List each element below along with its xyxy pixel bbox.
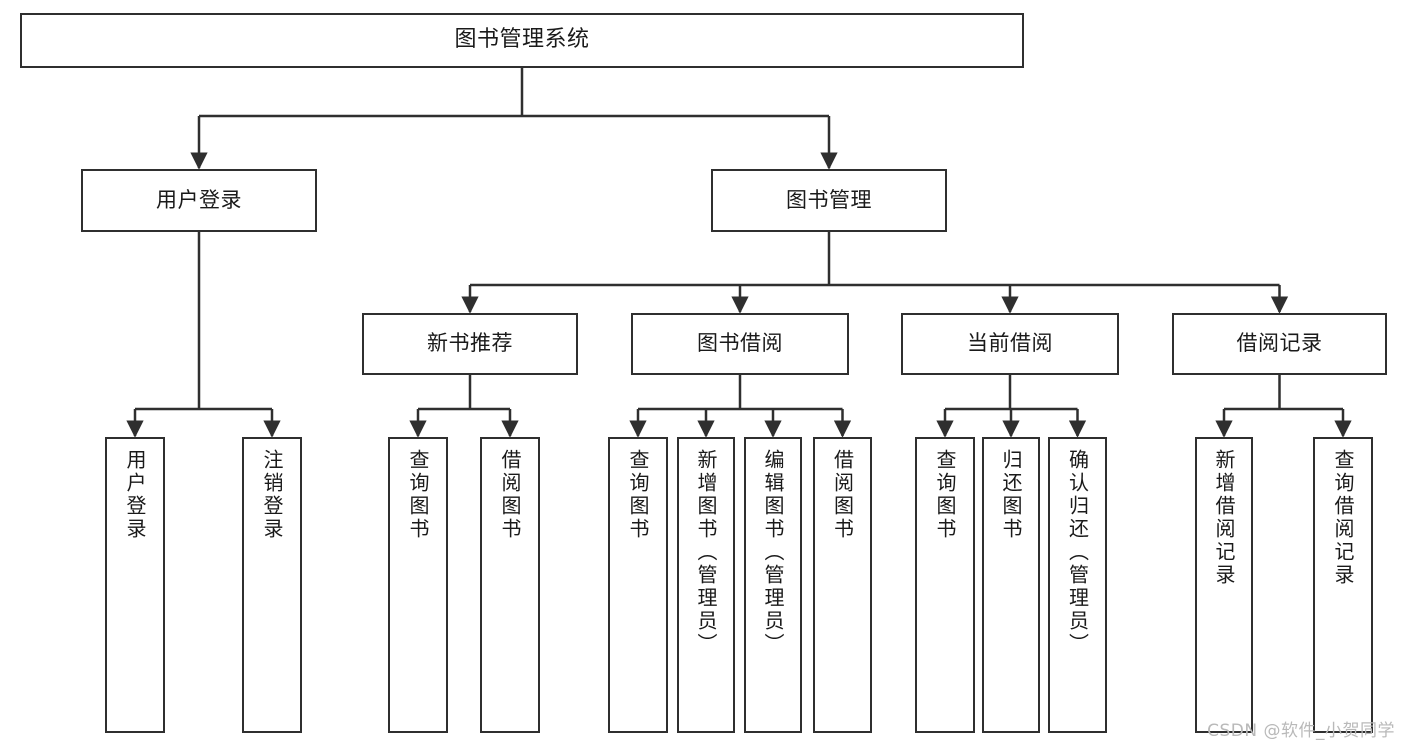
node-leaf-query-book-current[interactable]: 查询图书 (915, 437, 975, 733)
node-label: 新书推荐 (427, 331, 513, 356)
node-leaf-edit-book[interactable]: 编辑图书（管理员） (744, 437, 802, 733)
csdn-watermark: CSDN @软件_小贺同学 (1207, 721, 1395, 741)
node-label: 借阅图书 (498, 449, 522, 541)
node-leaf-add-book[interactable]: 新增图书（管理员） (677, 437, 735, 733)
node-leaf-logout[interactable]: 注销登录 (242, 437, 302, 733)
node-leaf-user-login[interactable]: 用户登录 (105, 437, 165, 733)
node-label: 新增图书（管理员） (694, 449, 718, 656)
node-book-borrow[interactable]: 图书借阅 (631, 313, 849, 375)
node-leaf-borrow-book[interactable]: 借阅图书 (813, 437, 872, 733)
node-leaf-query-book-borrow[interactable]: 查询图书 (608, 437, 668, 733)
node-label: 用户登录 (123, 449, 147, 541)
node-book-manage[interactable]: 图书管理 (711, 169, 947, 232)
node-label: 归还图书 (999, 449, 1023, 541)
node-leaf-confirm-return[interactable]: 确认归还（管理员） (1048, 437, 1107, 733)
node-leaf-return-book[interactable]: 归还图书 (982, 437, 1040, 733)
node-label: 借阅图书 (830, 449, 855, 541)
node-current-borrow[interactable]: 当前借阅 (901, 313, 1119, 375)
node-label: 当前借阅 (967, 331, 1053, 356)
node-label: 借阅记录 (1236, 331, 1323, 356)
node-root[interactable]: 图书管理系统 (20, 13, 1024, 68)
node-leaf-borrow-book-rec[interactable]: 借阅图书 (480, 437, 540, 733)
node-leaf-add-record[interactable]: 新增借阅记录 (1195, 437, 1253, 733)
node-label: 查询图书 (933, 449, 957, 541)
node-label: 图书借阅 (697, 331, 783, 356)
node-label: 图书管理 (786, 187, 872, 212)
node-label: 图书管理系统 (454, 27, 590, 53)
node-user-login[interactable]: 用户登录 (81, 169, 317, 232)
node-label: 编辑图书（管理员） (761, 449, 785, 656)
node-new-book-rec[interactable]: 新书推荐 (362, 313, 578, 375)
node-label: 注销登录 (260, 449, 284, 541)
node-label: 查询图书 (626, 449, 650, 541)
node-leaf-query-record[interactable]: 查询借阅记录 (1313, 437, 1373, 733)
node-label: 新增借阅记录 (1212, 449, 1236, 587)
node-label: 查询借阅记录 (1331, 449, 1355, 587)
node-leaf-query-book-rec[interactable]: 查询图书 (388, 437, 448, 733)
node-label: 确认归还（管理员） (1065, 449, 1090, 656)
node-label: 查询图书 (406, 449, 430, 541)
node-borrow-record[interactable]: 借阅记录 (1172, 313, 1387, 375)
node-label: 用户登录 (156, 187, 242, 212)
